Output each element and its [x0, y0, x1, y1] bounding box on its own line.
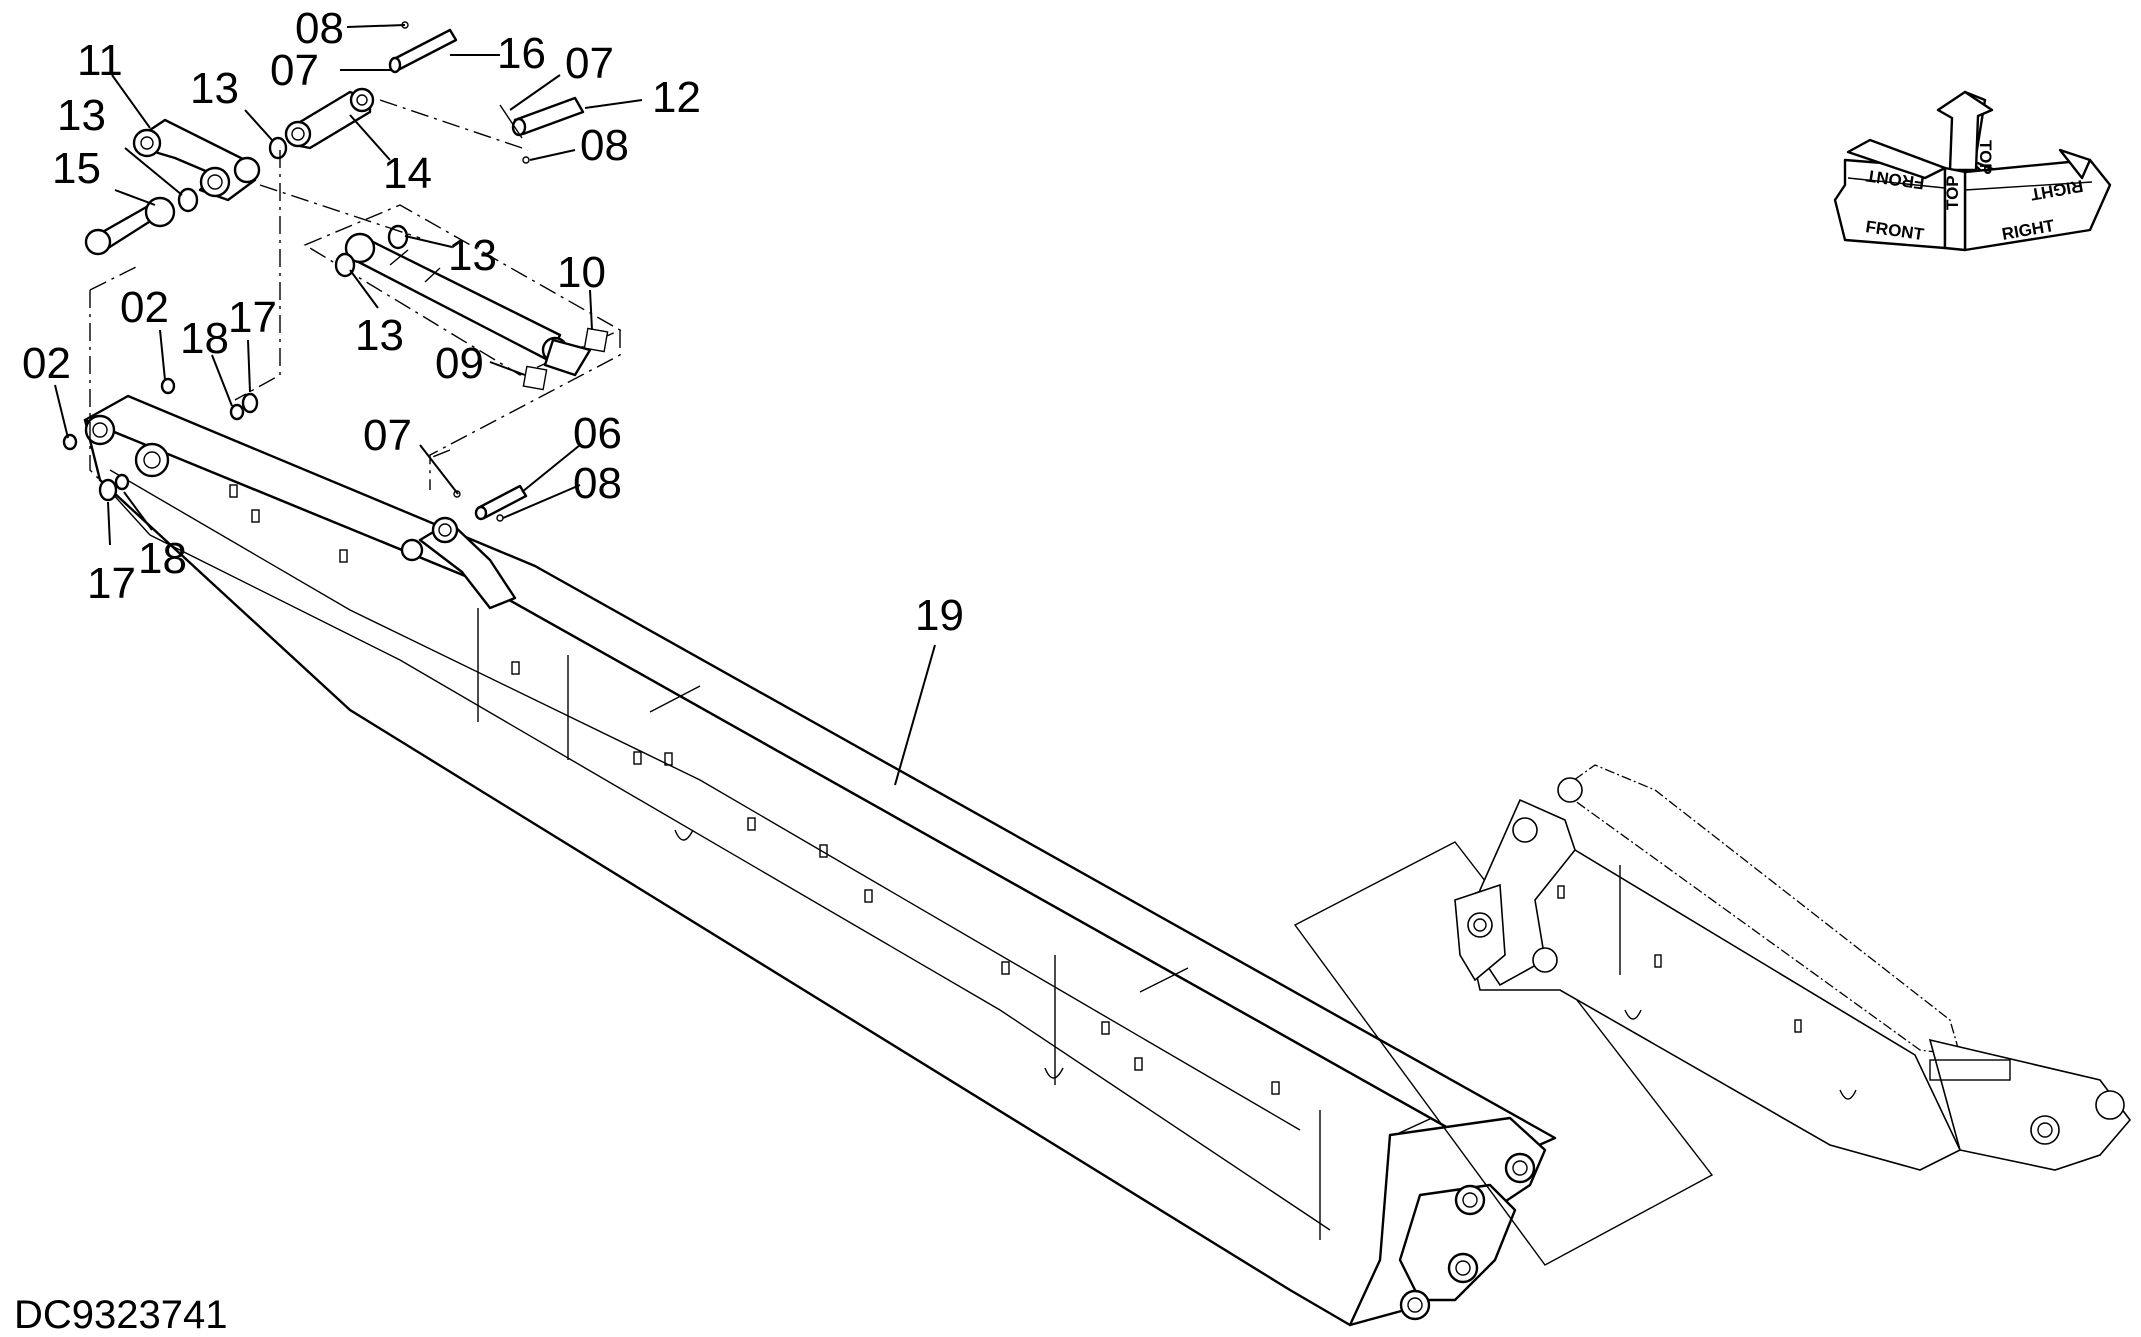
callout-18-upper: 18 — [180, 314, 229, 363]
callout-15: 15 — [52, 144, 101, 193]
callout-16: 16 — [497, 29, 546, 78]
callout-19: 19 — [915, 591, 964, 640]
callout-02-upper: 02 — [120, 283, 169, 332]
callout-12: 12 — [652, 73, 701, 122]
link-and-pin-group — [62, 21, 621, 522]
part-callouts: 08 16 11 07 07 13 12 13 08 15 14 13 10 0… — [22, 4, 964, 640]
callout-17-lower: 17 — [87, 559, 136, 608]
callout-08-mid: 08 — [573, 459, 622, 508]
callout-02-left: 02 — [22, 339, 71, 388]
boom-arm-19 — [83, 394, 1557, 1327]
callout-13-cyl-left: 13 — [355, 311, 404, 360]
callout-18-lower: 18 — [138, 534, 187, 583]
callout-14: 14 — [383, 149, 432, 198]
callout-08-top: 08 — [295, 4, 344, 53]
orientation-indicator: FRONT FRONT RIGHT RIGHT TOP TOP — [1833, 90, 2112, 252]
callout-07-mid: 07 — [363, 411, 412, 460]
orientation-top-label: TOP — [1976, 140, 1995, 175]
callout-07-right-upper: 07 — [565, 39, 614, 88]
callout-09: 09 — [435, 339, 484, 388]
callout-08-upper-right: 08 — [580, 121, 629, 170]
callout-13-left: 13 — [57, 91, 106, 140]
callout-17-upper: 17 — [228, 293, 277, 342]
callout-13-cyl-right: 13 — [448, 231, 497, 280]
leader-lines — [54, 24, 936, 786]
callout-11: 11 — [77, 36, 123, 85]
drawing-number: DC9323741 — [14, 1293, 228, 1337]
callout-13-upper: 13 — [190, 64, 239, 113]
callout-07-upper: 07 — [270, 46, 319, 95]
boom-cylinder — [303, 204, 622, 391]
callout-06: 06 — [573, 409, 622, 458]
boom-assembly-reference-view — [1293, 764, 2132, 1266]
callout-10: 10 — [557, 248, 606, 297]
orientation-top-inverted-label: TOP — [1943, 175, 1962, 210]
